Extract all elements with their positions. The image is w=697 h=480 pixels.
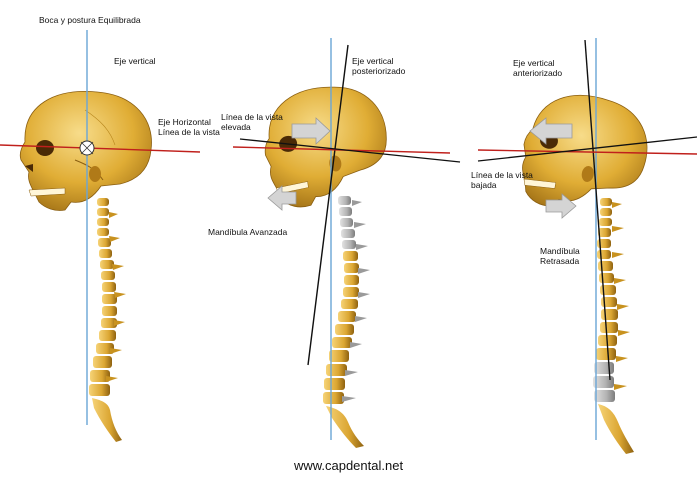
horizontal-axis-line-3: [477, 149, 697, 155]
spine-1: [89, 198, 126, 442]
figure-head-back: [232, 38, 461, 448]
fig3-gaze-label-1: Línea de la vista: [471, 170, 533, 180]
gaze-line-3: [477, 136, 697, 162]
horizontal-axis-line-1: [0, 144, 201, 153]
fig3-vertical-axis-label-1: Eje vertical: [513, 58, 555, 68]
fig3-vertical-axis-label-2: anteriorizado: [513, 68, 563, 78]
fig2-gaze-label-2: elevada: [221, 122, 251, 132]
skull-2: [264, 86, 387, 208]
target-icon: [79, 140, 95, 156]
fig1-horizontal-axis-label: Eje Horizontal: [158, 117, 211, 127]
arrow-forward-icon: [291, 117, 331, 145]
arrow-backward-icon: [529, 117, 573, 145]
gaze-line-2: [239, 138, 461, 163]
arrow-jaw-forward-icon: [267, 185, 297, 211]
fig2-jaw-label: Mandíbula Avanzada: [208, 227, 288, 237]
figure-head-forward: [477, 38, 697, 454]
figure-balanced: [0, 30, 201, 442]
fig3-jaw-label-2: Retrasada: [540, 256, 580, 266]
fig3-jaw-label-1: Mandíbula: [540, 246, 580, 256]
fig1-gaze-label: Línea de la vista: [158, 127, 220, 137]
spine-2: [323, 196, 370, 448]
site-url[interactable]: www.capdental.net: [293, 458, 404, 473]
arrow-jaw-backward-icon: [545, 193, 577, 219]
fig2-gaze-label-1: Línea de la vista: [221, 112, 283, 122]
skull-3: [522, 94, 648, 207]
fig3-gaze-label-2: bajada: [471, 180, 497, 190]
tilted-vertical-line-2: [307, 44, 349, 366]
fig1-title: Boca y postura Equilibrada: [39, 15, 141, 25]
fig1-vertical-axis-label: Eje vertical: [114, 56, 156, 66]
tilted-vertical-line-3: [584, 39, 611, 381]
fig2-vertical-axis-label-2: posteriorizado: [352, 66, 406, 76]
fig2-vertical-axis-label-1: Eje vertical: [352, 56, 394, 66]
